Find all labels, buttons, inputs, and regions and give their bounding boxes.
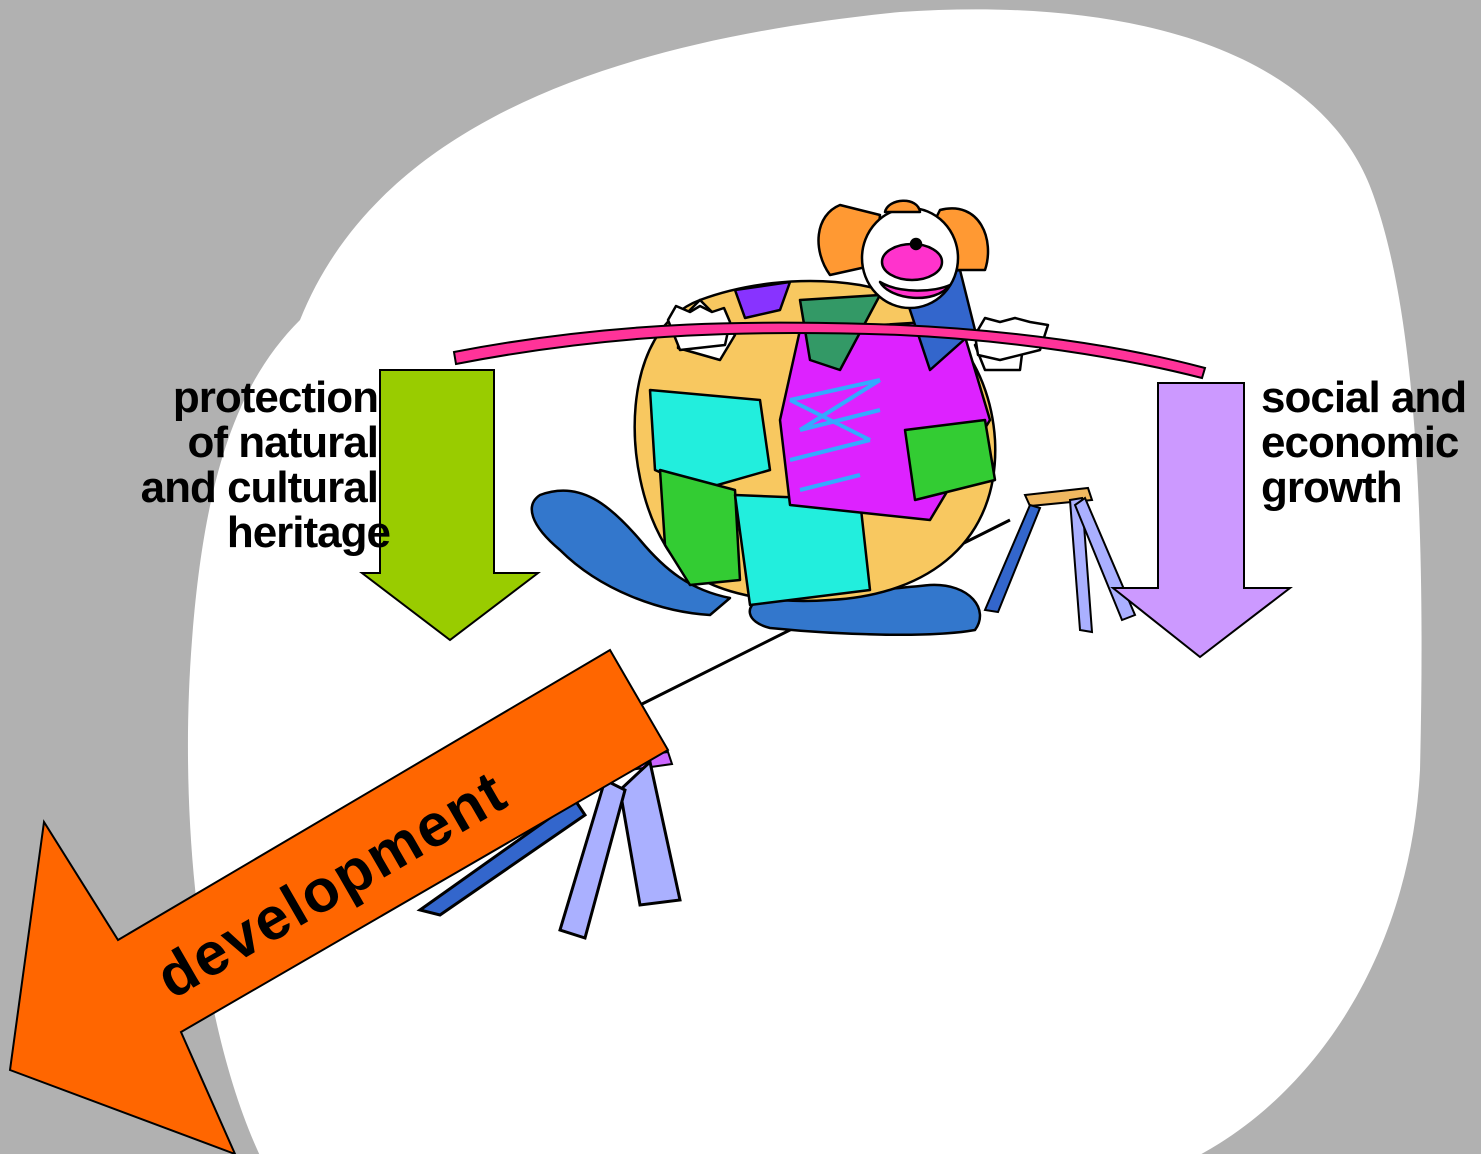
protection-label-line: heritage xyxy=(141,510,390,555)
protection-label-line: of natural xyxy=(141,420,378,465)
protection-label: protection of natural and cultural herit… xyxy=(141,375,378,555)
growth-label: social and economic growth xyxy=(1261,375,1466,510)
clown-nose xyxy=(882,244,942,280)
protection-label-line: protection xyxy=(141,375,378,420)
growth-label-line: social and xyxy=(1261,375,1466,420)
protection-label-line: and cultural xyxy=(141,465,378,510)
growth-label-line: economic xyxy=(1261,420,1466,465)
growth-label-line: growth xyxy=(1261,465,1466,510)
clown-eye xyxy=(911,239,921,249)
